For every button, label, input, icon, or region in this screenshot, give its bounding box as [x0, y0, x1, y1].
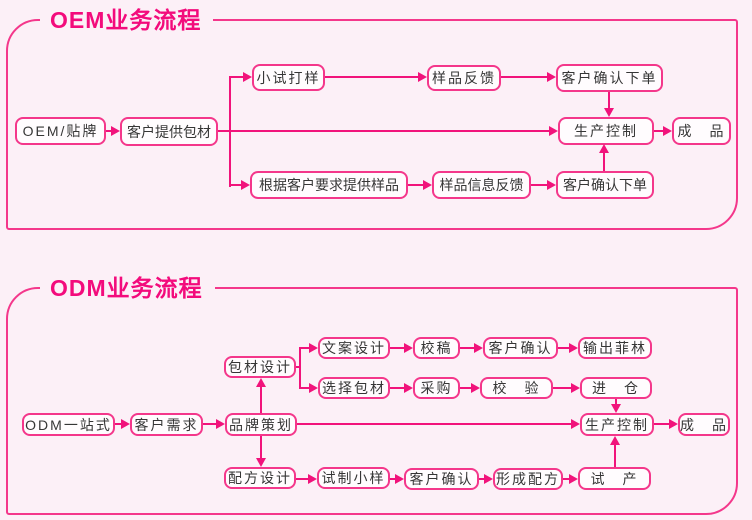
arrowhead-icon [547, 72, 556, 82]
connector-line [460, 347, 475, 349]
node-trial-small-sample: 试制小样 [317, 467, 390, 489]
arrowhead-icon [471, 383, 480, 393]
connector-line [229, 76, 243, 78]
arrowhead-icon [256, 458, 266, 467]
connector-line [260, 387, 262, 413]
arrowhead-icon [111, 126, 120, 136]
connector-line [408, 184, 423, 186]
arrowhead-icon [604, 108, 614, 117]
node-sample-per-request: 根据客户要求提供样品 [250, 171, 408, 199]
node-formula-design: 配方设计 [224, 467, 296, 489]
connector-line [115, 423, 122, 425]
connector-line [390, 347, 405, 349]
connector-line [299, 347, 301, 389]
arrowhead-icon [669, 419, 678, 429]
node-customer-packaging: 客户提供包材 [120, 117, 218, 146]
node-trial-production: 试 产 [578, 467, 651, 490]
odm-panel-title: ODM业务流程 [40, 273, 215, 303]
connector-line [654, 423, 670, 425]
arrowhead-icon [423, 180, 432, 190]
node-sample-feedback: 样品反馈 [427, 65, 501, 91]
arrowhead-icon [571, 419, 580, 429]
connector-line [479, 478, 485, 480]
connector-line [654, 130, 664, 132]
node-purchasing: 采购 [413, 377, 460, 399]
arrowhead-icon [308, 474, 317, 484]
connector-line [300, 387, 310, 389]
node-form-formula: 形成配方 [493, 468, 563, 490]
connector-line [460, 387, 472, 389]
connector-line [296, 366, 301, 368]
arrowhead-icon [599, 144, 609, 153]
arrowhead-icon [571, 383, 580, 393]
arrowhead-icon [404, 343, 413, 353]
connector-line [603, 153, 605, 171]
node-copy-design: 文案设计 [318, 337, 390, 359]
node-trial-sampling: 小试打样 [252, 64, 325, 91]
node-customer-confirm-top: 客户确认 [483, 337, 558, 359]
node-select-packaging: 选择包材 [318, 377, 390, 399]
node-odm-onestop: ODM一站式 [22, 413, 115, 436]
arrowhead-icon [256, 378, 266, 387]
connector-line [297, 423, 572, 425]
node-customer-demand: 客户需求 [130, 413, 203, 436]
arrowhead-icon [395, 474, 404, 484]
oem-flow-panel: OEM业务流程 [6, 5, 738, 230]
node-brand-planning: 品牌策划 [225, 413, 297, 436]
node-sample-info-feedback: 样品信息反馈 [432, 171, 531, 199]
arrowhead-icon [309, 343, 318, 353]
connector-line [390, 478, 396, 480]
connector-line [203, 423, 217, 425]
node-warehousing: 进 仓 [580, 377, 652, 399]
arrowhead-icon [418, 72, 427, 82]
connector-line [614, 445, 616, 467]
node-customer-confirm-bottom: 客户确认 [404, 468, 479, 490]
connector-line [229, 184, 241, 186]
node-confirm-order-bottom: 客户确认下单 [556, 171, 654, 199]
connector-line [296, 478, 309, 480]
odm-flow-panel: ODM业务流程 [6, 273, 738, 515]
arrowhead-icon [243, 72, 252, 82]
arrowhead-icon [549, 126, 558, 136]
oem-panel-title: OEM业务流程 [40, 5, 214, 35]
node-packaging-design: 包材设计 [224, 356, 296, 378]
connector-line [106, 130, 112, 132]
arrowhead-icon [547, 180, 556, 190]
connector-line [615, 399, 617, 406]
node-finished-product-odm: 成 品 [678, 413, 730, 436]
connector-line [608, 92, 610, 109]
node-inspection: 校 验 [480, 377, 553, 399]
connector-line [563, 478, 570, 480]
arrowhead-icon [121, 419, 130, 429]
node-output-film: 输出菲林 [578, 337, 652, 359]
node-confirm-order-top: 客户确认下单 [556, 64, 663, 92]
connector-line [553, 387, 572, 389]
node-oem-brand: OEM/贴牌 [15, 117, 106, 145]
arrowhead-icon [663, 126, 672, 136]
arrowhead-icon [611, 404, 621, 413]
node-production-control-oem: 生产控制 [558, 117, 654, 145]
arrowhead-icon [484, 474, 493, 484]
connector-line [531, 184, 547, 186]
node-production-control-odm: 生产控制 [580, 413, 654, 436]
arrowhead-icon [309, 383, 318, 393]
node-proofreading: 校稿 [413, 337, 460, 359]
connector-line [218, 130, 550, 132]
connector-line [390, 387, 405, 389]
connector-line [501, 76, 547, 78]
arrowhead-icon [216, 419, 225, 429]
connector-line [260, 436, 262, 459]
connector-line [558, 347, 570, 349]
node-finished-product-oem: 成 品 [672, 117, 731, 145]
arrowhead-icon [610, 436, 620, 445]
arrowhead-icon [569, 474, 578, 484]
connector-line [229, 77, 231, 187]
connector-line [300, 347, 310, 349]
arrowhead-icon [474, 343, 483, 353]
arrowhead-icon [404, 383, 413, 393]
arrowhead-icon [569, 343, 578, 353]
arrowhead-icon [241, 180, 250, 190]
connector-line [325, 76, 418, 78]
